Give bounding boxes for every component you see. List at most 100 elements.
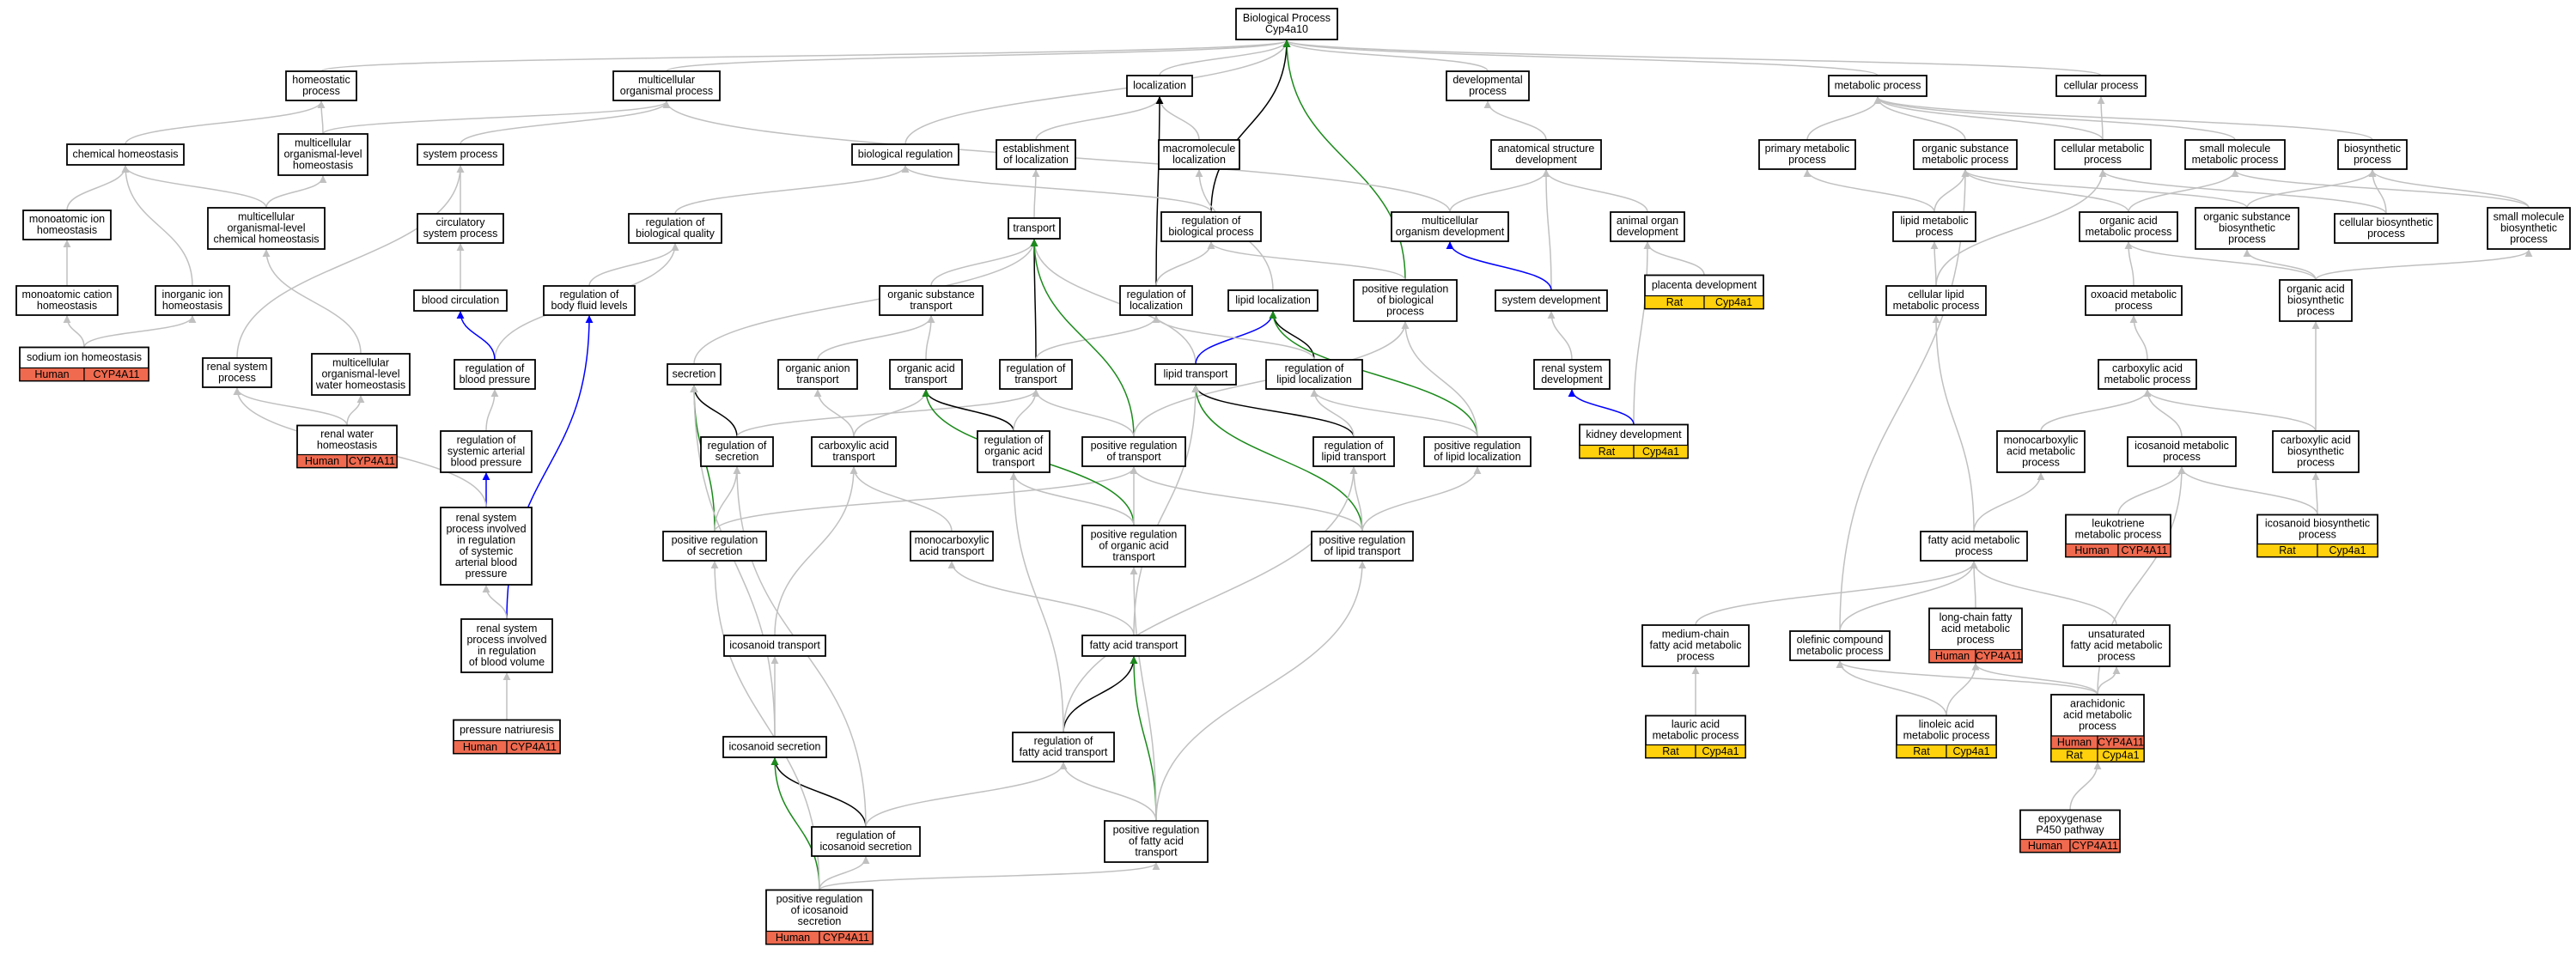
go-term-node[interactable]: localization: [1126, 75, 1193, 97]
go-term-node[interactable]: icosanoid secretion: [722, 736, 827, 758]
node-label: process: [2084, 154, 2122, 166]
go-term-node[interactable]: blood circulation: [413, 289, 508, 312]
go-term-node[interactable]: transport: [1008, 217, 1061, 240]
go-term-node[interactable]: lipid localization: [1227, 289, 1318, 312]
go-term-node[interactable]: lipid transport: [1154, 363, 1237, 386]
gene-cell: [83, 367, 149, 382]
go-term-node[interactable]: metabolic process: [1828, 75, 1927, 97]
go-term-node[interactable]: chemical homeostasis: [66, 143, 185, 166]
go-term-node[interactable]: system process: [417, 143, 504, 166]
edge-is-a: [674, 165, 910, 215]
go-term-node[interactable]: biological regulation: [851, 143, 959, 166]
go-term-node[interactable]: icosanoid transport: [723, 635, 826, 657]
go-term-node[interactable]: system development: [1495, 289, 1608, 312]
go-term-node[interactable]: fatty acid transport: [1081, 635, 1186, 657]
edge-part-of: [1030, 239, 1038, 361]
gene-label: CYP4A11: [823, 932, 869, 944]
go-term-node[interactable]: secretion: [667, 363, 722, 386]
edge-is-a: [2129, 315, 2148, 361]
go-term-node[interactable]: cellular process: [2055, 75, 2147, 97]
